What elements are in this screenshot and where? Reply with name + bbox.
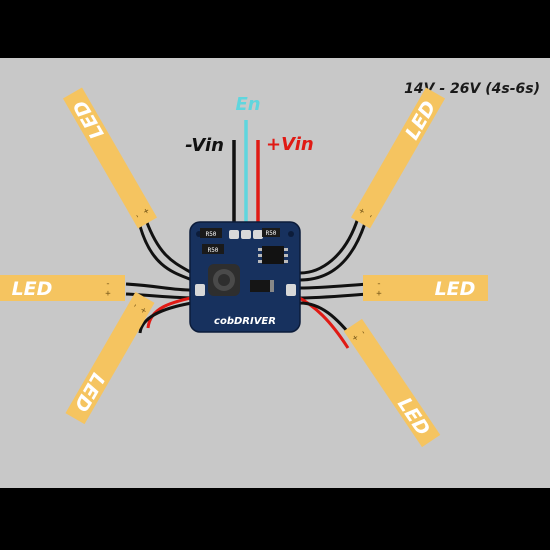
wire-mid-right-black-2 [295,292,369,300]
voltage-range-label: 14V - 26V (4s-6s) [404,81,540,97]
resistor-component: R50 [262,228,280,237]
wire-upper-right-black-2 [299,222,367,282]
led-strip-mid-left: LED - + [0,275,125,301]
inductor-icon [208,264,240,296]
cobdriver-board: R50 R50 R50 [189,221,301,333]
enable-pad [241,230,251,239]
led-minus: - [366,212,377,222]
led-plus: + [140,207,152,217]
svg-text:R50: R50 [266,230,277,237]
led-minus: - [376,279,381,289]
wiring-diagram: 14V - 26V (4s-6s) En -Vin +Vin LED + - L… [0,81,540,448]
wiring-diagram-panel: 14V - 26V (4s-6s) En -Vin +Vin LED + - L… [0,58,550,488]
neg-pad [229,230,239,239]
led-strip-upper-left: LED + - [62,87,158,229]
neg-input-label: -Vin [185,135,224,156]
led-strip-upper-right: LED + - [350,87,446,229]
wire-mid-right-black [299,282,369,290]
led-minus: - [357,328,368,338]
wire-upper-right-black [299,217,360,275]
board-name: cobDRIVER [214,316,276,327]
ic-chip-icon [258,246,288,264]
wire-mid-left-black [125,282,193,292]
led-plus: + [357,206,369,216]
wire-upper-left-black-2 [138,225,193,282]
pos-pad [253,230,263,239]
led-plus: + [376,289,382,299]
led-plus: + [349,333,361,344]
led-label: LED [435,278,476,300]
svg-text:R50: R50 [208,247,219,254]
wire-lower-right-red [295,294,350,349]
enable-input-label: En [235,94,260,115]
resistor-component: R50 [202,244,224,254]
led-minus: - [105,279,110,289]
wire-upper-left-black [144,219,193,275]
right-output-pad [286,284,296,296]
resistor-component: R50 [200,228,222,238]
led-minus: - [130,301,141,311]
svg-text:R50: R50 [206,231,217,238]
led-plus: + [139,305,151,315]
led-strip-lower-left: LED - + [65,291,155,425]
diode-icon [250,280,274,292]
led-plus: + [105,289,111,299]
left-output-pad [195,284,205,296]
wire-lower-left-black [138,301,193,334]
led-strip-mid-right: LED - + [363,275,488,301]
pos-input-label: +Vin [266,134,314,155]
led-label: LED [12,278,53,300]
led-minus: - [131,212,142,222]
mount-hole-icon [288,231,294,237]
led-strip-lower-right: LED - + [343,318,441,448]
